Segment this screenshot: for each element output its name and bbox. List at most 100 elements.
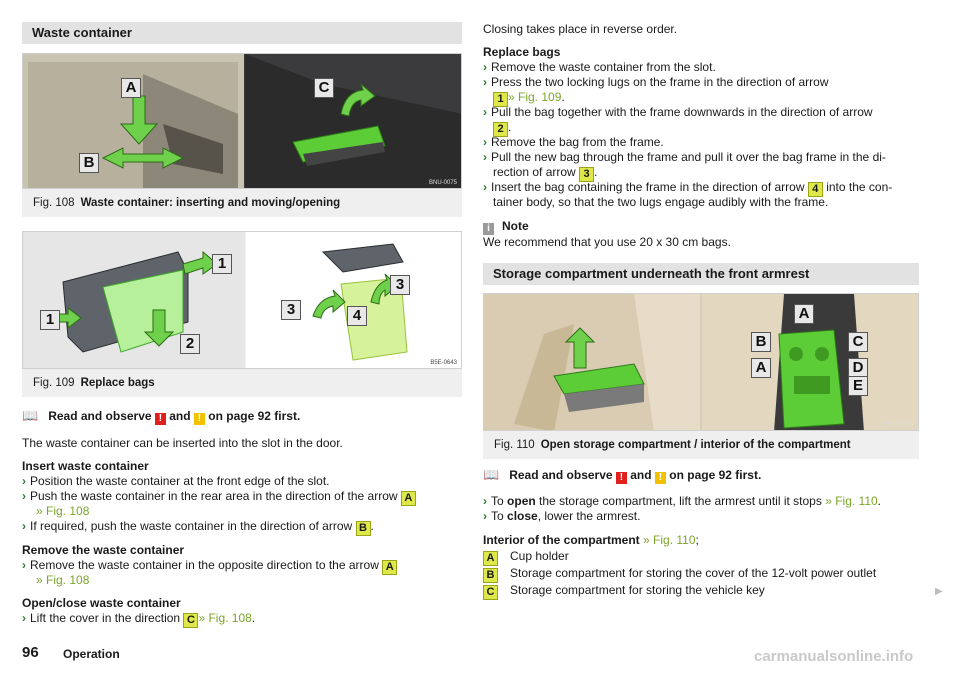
bullet-arrow-icon: ›: [483, 135, 487, 149]
figure-110-label-a-bottom: A: [751, 358, 771, 378]
figure-110-label-c: C: [848, 332, 868, 352]
figure-110-code: BNU-0079: [885, 422, 914, 428]
replace-step-5: ›Pull the new bag through the frame and …: [483, 150, 886, 164]
bullet-arrow-icon: ›: [483, 150, 487, 164]
continue-arrow-icon: ▶: [935, 586, 943, 597]
figure-108-label-a: A: [121, 78, 141, 98]
read-observe-left: 📖Read and observe ! and ! on page 92 fir…: [22, 408, 301, 425]
figure-110-image: A B C A D E BNU-0079: [483, 293, 919, 431]
footer-section: Operation: [63, 647, 120, 661]
figure-109-number: Fig. 109: [33, 377, 75, 389]
intro-text: The waste container can be inserted into…: [22, 436, 343, 450]
replace-step-1: ›Remove the waste container from the slo…: [483, 60, 716, 74]
replace-step-3-cont: 2.: [493, 120, 511, 137]
replace-step-2-ref[interactable]: » Fig. 109: [508, 90, 562, 104]
figure-110-number: Fig. 110: [494, 439, 535, 451]
replace-step-4: ›Remove the bag from the frame.: [483, 135, 664, 149]
figure-109-label-2: 2: [180, 334, 200, 354]
to-close-line: ›To close, lower the armrest.: [483, 509, 641, 523]
replace-step-5-cont: rection of arrow 3.: [493, 165, 598, 182]
figure-108-code: BNU-0075: [428, 180, 457, 186]
insert-heading: Insert waste container: [22, 459, 149, 473]
info-icon: i: [483, 223, 494, 235]
bullet-arrow-icon: ›: [483, 60, 487, 74]
figure-108-number: Fig. 108: [33, 197, 75, 209]
bullet-arrow-icon: ›: [483, 180, 487, 194]
key-a: A: [400, 491, 416, 506]
figure-109-caption-text: Replace bags: [80, 377, 155, 389]
figure-109-label-4: 4: [347, 306, 367, 326]
insert-step-2-ref[interactable]: » Fig. 108: [36, 504, 90, 518]
insert-step-3: ›If required, push the waste container i…: [22, 519, 374, 536]
to-open-ref[interactable]: » Fig. 110: [825, 494, 878, 508]
figure-109-label-1-left: 1: [40, 310, 60, 330]
figure-108-caption-text: Waste container: inserting and moving/op…: [80, 197, 341, 209]
closing-text: Closing takes place in reverse order.: [483, 22, 678, 36]
key-c: C: [483, 585, 498, 600]
replace-heading: Replace bags: [483, 45, 561, 59]
replace-step-2-cont: 1» Fig. 109.: [493, 90, 565, 107]
interior-heading: Interior of the compartment » Fig. 110;: [483, 533, 699, 547]
key-b: B: [483, 568, 498, 583]
figure-110-label-a-top: A: [794, 304, 814, 324]
page-number: 96: [22, 644, 39, 661]
figure-109-caption: Fig. 109 Replace bags: [22, 369, 462, 397]
open-heading: Open/close waste container: [22, 596, 181, 610]
key-a: A: [382, 560, 398, 575]
note-text: We recommend that you use 20 x 30 cm bag…: [483, 235, 731, 249]
warning-yellow-icon: !: [193, 413, 205, 425]
book-icon: 📖: [483, 467, 500, 482]
bullet-arrow-icon: ›: [483, 494, 487, 508]
figure-110-label-e: E: [848, 376, 868, 396]
figure-108-image: A B C BNU-0075: [22, 53, 462, 189]
replace-step-2: ›Press the two locking lugs on the frame…: [483, 75, 829, 89]
bullet-arrow-icon: ›: [483, 75, 487, 89]
bullet-arrow-icon: ›: [22, 558, 26, 572]
key-b: B: [355, 521, 371, 536]
read-observe-right: 📖Read and observe ! and ! on page 92 fir…: [483, 467, 762, 484]
figure-110-label-b: B: [751, 332, 771, 352]
bullet-arrow-icon: ›: [22, 519, 26, 533]
figure-109-label-3-right: 3: [390, 275, 410, 295]
warning-red-icon: !: [615, 472, 627, 484]
figure-109-label-1-top: 1: [212, 254, 232, 274]
figure-110-label-d: D: [848, 358, 868, 378]
watermark: carmanualsonline.info: [754, 648, 914, 665]
key-1: 1: [493, 92, 508, 107]
bullet-arrow-icon: ›: [483, 105, 487, 119]
key-c: C: [183, 613, 199, 628]
remove-step-1-ref[interactable]: » Fig. 108: [36, 573, 90, 587]
warning-red-icon: !: [154, 413, 166, 425]
book-icon: 📖: [22, 408, 39, 423]
to-open-line: ›To open the storage compartment, lift t…: [483, 494, 882, 508]
bullet-arrow-icon: ›: [22, 489, 26, 503]
figure-109-label-3-left: 3: [281, 300, 301, 320]
figure-109-image: 1 1 2 3 3 4 B5E-0643: [22, 231, 462, 369]
key-a: A: [483, 551, 498, 566]
bullet-arrow-icon: ›: [483, 509, 487, 523]
armrest-illustration: [484, 294, 918, 430]
replace-step-3: ›Pull the bag together with the frame do…: [483, 105, 873, 119]
replace-step-6: ›Insert the bag containing the frame in …: [483, 180, 893, 197]
figure-109-code: B5E-0643: [430, 360, 457, 366]
figure-108-caption: Fig. 108 Waste container: inserting and m…: [22, 189, 462, 217]
replace-bags-illustration: [23, 232, 461, 368]
replace-step-6-cont: tainer body, so that the two lugs engage…: [493, 195, 829, 209]
remove-step-1: ›Remove the waste container in the oppos…: [22, 558, 398, 575]
open-step-1-ref[interactable]: » Fig. 108: [198, 611, 252, 625]
open-step-1: ›Lift the cover in the direction C» Fig.…: [22, 611, 256, 628]
bullet-arrow-icon: ›: [22, 474, 26, 488]
interior-ref[interactable]: » Fig. 110: [643, 533, 696, 547]
insert-step-1: ›Position the waste container at the fro…: [22, 474, 330, 488]
figure-108-label-b: B: [79, 153, 99, 173]
warning-yellow-icon: !: [654, 472, 666, 484]
section-title-storage-compartment: Storage compartment underneath the front…: [483, 263, 919, 285]
figure-108-label-c: C: [314, 78, 334, 98]
bullet-arrow-icon: ›: [22, 611, 26, 625]
section-title-waste-container: Waste container: [22, 22, 462, 44]
